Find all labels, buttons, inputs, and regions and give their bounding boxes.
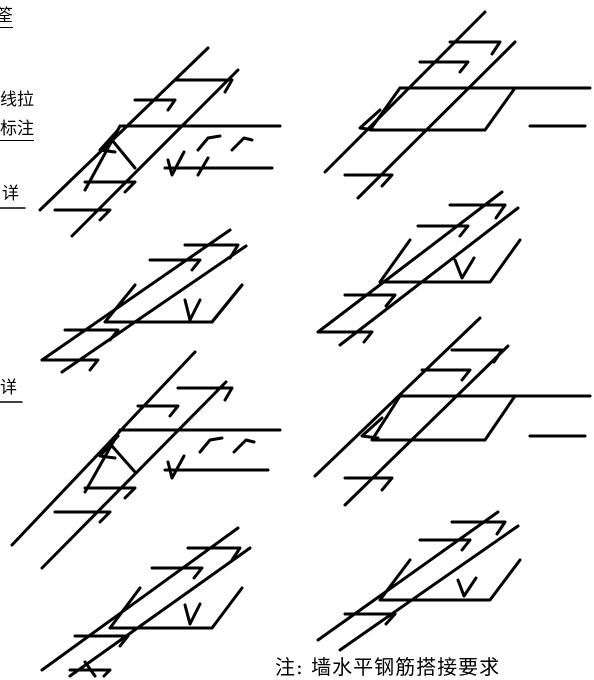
tie-loop [133,98,177,112]
label-fragment: 线拉 [0,90,34,110]
wall-edge-line [60,244,248,374]
tie-hook [110,444,137,474]
tie-hook [196,156,210,177]
tie-loop [418,538,472,552]
wall-edge-line [40,228,232,362]
tie-hook [198,436,224,454]
tie-loop [83,486,137,500]
tie-loop [358,108,382,132]
wall-edge-line [40,526,240,672]
detail-bottom-left [40,526,252,678]
wall-edge-line [316,510,500,642]
detail-bottom-right [316,510,522,652]
tie-hook [166,454,186,480]
tie-loop [448,40,502,56]
tie-hook [110,138,137,170]
tie-loop [448,203,507,220]
tie-hook [453,256,476,280]
tie-loop [63,328,120,342]
wall-edge-line [313,316,482,478]
tie-loop [150,566,204,580]
tie-loop [148,258,202,272]
detail-lower-right [313,316,592,507]
rebar-loop [368,86,517,132]
tie-loop [176,386,234,402]
rebar-loop [378,238,522,284]
tie-loop [186,546,242,562]
wall-edge-line [338,206,520,347]
detail-lower-left [10,350,282,570]
wall-edge-line [38,46,210,212]
wall-edge-line [70,68,240,238]
tie-loop [173,78,234,94]
wall-edge-line [316,190,504,334]
label-fragment: 详 [0,378,17,398]
tie-loop [416,224,470,238]
tie-loop [98,434,120,460]
tie-loop [40,358,100,372]
tie-loop [53,510,112,524]
tie-hook [232,438,256,454]
label-fragment: 详 [2,184,19,204]
detail-mid-left [40,228,248,374]
tie-loop [360,416,384,440]
tie-loop [316,330,374,344]
wall-edge-line [68,546,252,678]
tie-loop [68,668,112,678]
detail-top-left [38,46,282,238]
rebar-bar [210,283,244,324]
tie-loop [418,60,470,74]
tie-hook [456,576,478,598]
tie-hook [83,660,97,678]
wall-edge-line [338,524,520,652]
tie-loop [420,368,472,382]
rebar-loop [370,394,517,442]
label-fragment: 筌 [0,8,13,28]
tie-loop [183,243,240,260]
tie-loop [53,208,112,222]
rebar-loop [378,558,522,602]
detail-mid-right [316,190,522,347]
detail-top-right [323,10,592,200]
tie-hook [230,136,254,152]
wall-edge-line [356,40,517,200]
wall-edge-line [323,10,487,174]
note-caption: 注: 墙水平钢筋搭接要求 [275,655,501,679]
tie-hook [183,602,202,626]
tie-hook [183,298,202,322]
tie-loop [73,634,130,648]
rebar-loop [108,586,244,630]
tie-hook [166,150,186,177]
tie-hook [196,134,222,152]
tie-loop [450,520,507,536]
tie-loop [343,293,397,308]
wall-edge-line [10,350,197,547]
tie-loop [343,612,397,626]
rebar-bar [83,124,122,192]
tie-loop [98,128,120,154]
tie-loop [343,476,394,492]
tie-loop [343,173,394,188]
tie-loop [450,348,504,364]
label-fragment: 标注 [0,119,34,141]
tie-loop [83,180,137,194]
tie-loop [136,404,180,418]
wall-edge-line [40,380,228,570]
